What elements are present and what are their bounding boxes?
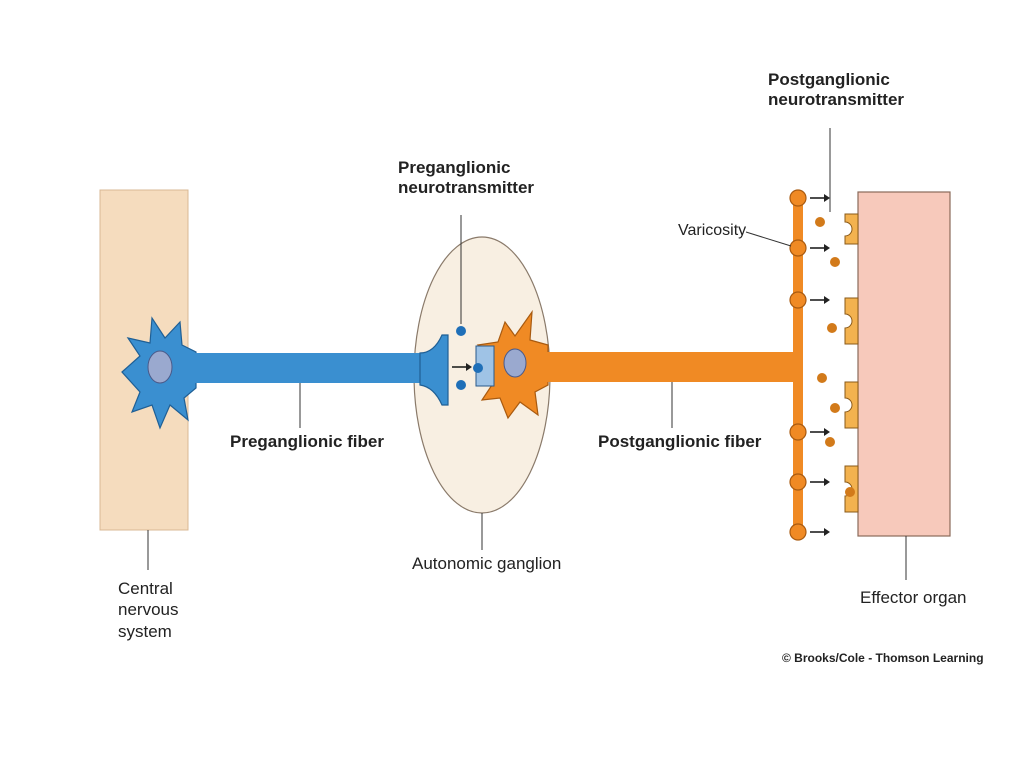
receptor-sites [844,213,859,513]
varicosities [789,189,807,541]
varicosity-label: Varicosity [678,222,747,239]
preganglionic-neurotransmitter-molecules [456,326,483,390]
preganglionic-fiber-label: Preganglionic fiber [230,432,384,451]
preganglionic-neurotransmitter-label: Preganglionic neurotransmitter [398,158,535,197]
postganglionic-neurotransmitter-molecules [815,217,840,447]
postganglionic-neuron [476,192,803,532]
postganglionic-nucleus [503,348,527,378]
leader-lines [147,128,907,580]
postganglionic-neurotransmitter-label: Postganglionic neurotransmitter [768,70,905,109]
bound-neurotransmitter [845,487,855,497]
central-nervous-system-label: Central nervous system [118,579,179,641]
preganglionic-nucleus [147,350,173,384]
effector-organ [857,191,951,537]
autonomic-ganglion-label: Autonomic ganglion [412,554,562,573]
release-arrows [452,194,830,536]
credit-text: © Brooks/Cole - Thomson Learning [782,651,984,665]
postganglionic-fiber-label: Postganglionic fiber [598,432,762,451]
effector-organ-label: Effector organ [860,588,967,607]
